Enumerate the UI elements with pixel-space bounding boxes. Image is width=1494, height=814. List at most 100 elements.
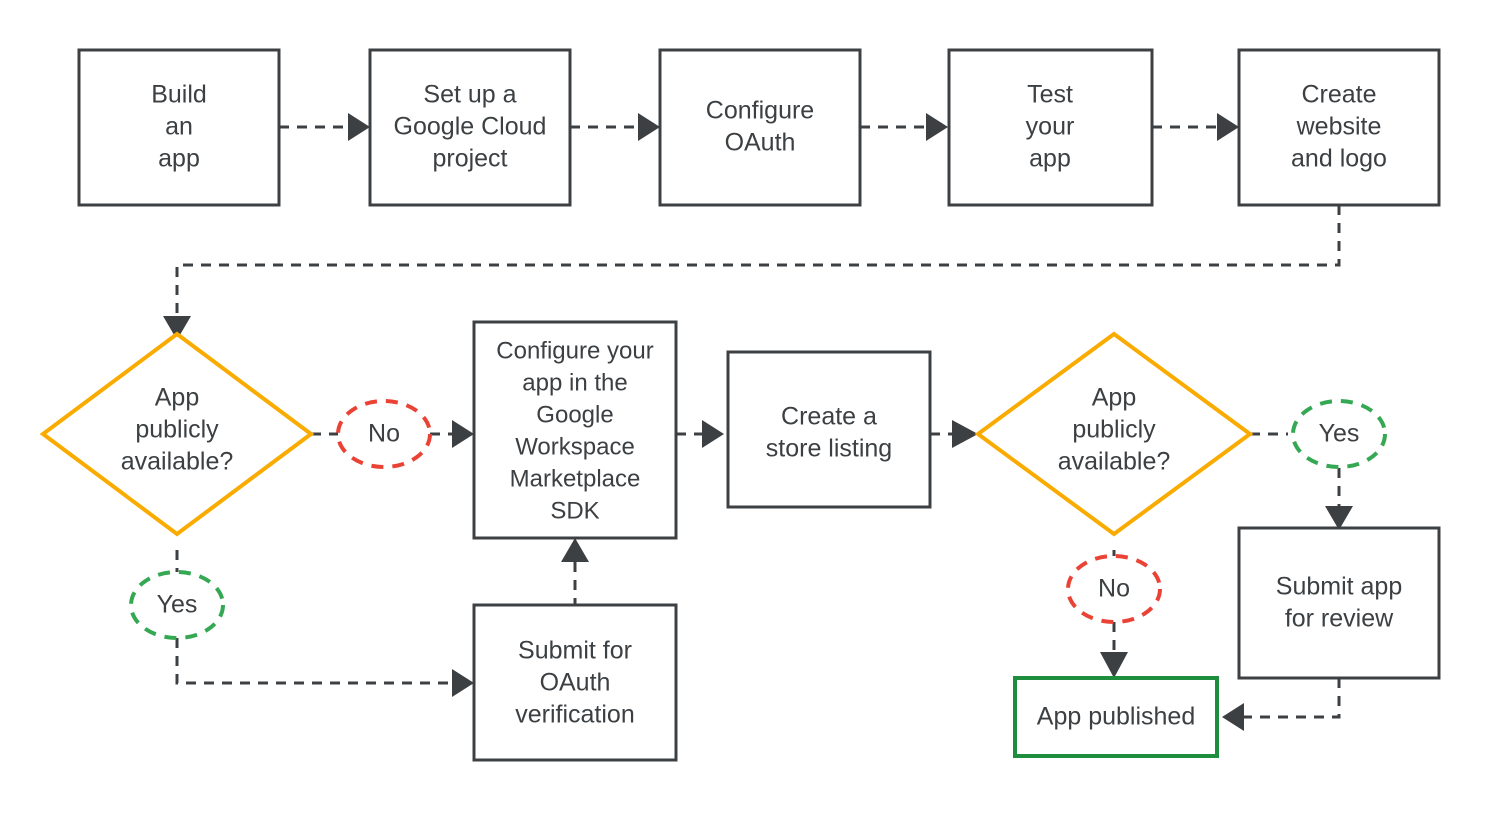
arrowhead-icon <box>1217 113 1239 141</box>
badge-label: No <box>368 420 400 448</box>
node-create-store-listing[interactable]: Create a store listing <box>726 350 932 509</box>
node-create-website-logo[interactable]: Create website and logo <box>1237 48 1441 207</box>
arrowhead-icon <box>163 316 191 340</box>
node-label-line: available? <box>121 448 234 476</box>
nodes-layer: Build an app Set up a Google Cloud proje… <box>39 48 1441 762</box>
node-decision-public-right[interactable]: App publicly available? <box>974 331 1254 537</box>
arrowhead-icon <box>926 113 948 141</box>
node-label-line: App <box>155 384 199 412</box>
node-label-line: Marketplace <box>510 465 641 492</box>
arrowhead-icon <box>452 669 474 697</box>
node-shape-rect[interactable] <box>368 48 572 207</box>
node-label-line: your <box>1026 113 1075 141</box>
edge-no-to-app-published <box>1100 622 1128 678</box>
badge-shape-ellipse <box>336 399 432 469</box>
node-label-line: App <box>1092 384 1136 412</box>
badge-shape-ellipse <box>1291 399 1387 469</box>
node-label-line: website <box>1296 113 1382 141</box>
edge-test-to-website <box>1152 113 1239 141</box>
node-shape-rect[interactable] <box>1237 48 1441 207</box>
node-label-line: Google <box>536 401 613 428</box>
arrowhead-icon <box>1100 652 1128 678</box>
arrowhead-icon <box>452 420 474 448</box>
arrowhead-icon <box>561 538 589 562</box>
node-label-line: Configure your <box>496 337 653 364</box>
node-label-line: Google Cloud <box>394 113 547 141</box>
node-configure-sdk[interactable]: Configure your app in the Google Workspa… <box>472 320 678 540</box>
node-shape-rect[interactable] <box>947 48 1154 207</box>
node-label-line: Build <box>151 81 207 109</box>
node-label-line: Set up a <box>423 81 516 109</box>
node-shape-rect[interactable] <box>1013 676 1219 758</box>
edge-line <box>175 638 452 685</box>
edge-build-to-setup <box>279 113 370 141</box>
node-shape-rect[interactable] <box>77 48 281 207</box>
node-label-line: project <box>432 145 507 173</box>
badge-shape-ellipse <box>129 570 225 640</box>
badge-no-left: No <box>336 399 432 469</box>
node-label-line: publicly <box>1072 416 1156 444</box>
node-shape-diamond[interactable] <box>39 331 315 537</box>
node-label-line: OAuth <box>725 129 796 157</box>
edge-setup-to-oauth <box>570 113 660 141</box>
node-label-line: publicly <box>135 416 219 444</box>
node-decision-public-left[interactable]: App publicly available? <box>39 331 315 537</box>
node-configure-oauth[interactable]: Configure OAuth <box>658 48 862 207</box>
node-label-line: available? <box>1058 448 1171 476</box>
badge-label: No <box>1098 575 1130 603</box>
edge-configure-sdk-to-store-listing <box>676 420 724 448</box>
node-label-line: an <box>165 113 193 141</box>
badge-label: Yes <box>1319 420 1360 448</box>
node-shape-rect[interactable] <box>658 48 862 207</box>
node-label-line: Workspace <box>515 433 635 460</box>
node-label-line: Test <box>1027 81 1073 109</box>
edge-submit-oauth-to-configure-sdk <box>561 538 589 608</box>
edge-submit-review-to-app-published <box>1222 678 1341 731</box>
node-label-line: store listing <box>766 435 892 463</box>
edge-website-to-decision-left <box>163 205 1341 340</box>
edge-yes-to-submit-oauth <box>175 638 474 697</box>
node-shape-rect[interactable] <box>726 350 932 509</box>
node-shape-rect[interactable] <box>1237 526 1441 680</box>
node-label-line: Submit app <box>1276 573 1402 601</box>
arrowhead-icon <box>952 420 978 448</box>
badge-label: Yes <box>157 591 198 619</box>
edge-no-to-configure-sdk <box>430 420 474 448</box>
node-app-published[interactable]: App published <box>1013 676 1219 758</box>
edge-yes-to-submit-review <box>1325 468 1353 530</box>
node-label-line: and logo <box>1291 145 1387 173</box>
badge-shape-ellipse <box>1066 554 1162 624</box>
edges-layer <box>163 113 1353 731</box>
node-shape-rect[interactable] <box>472 320 678 540</box>
node-submit-oauth-verification[interactable]: Submit for OAuth verification <box>472 603 678 762</box>
node-label-line: app <box>1029 145 1071 173</box>
node-label-line: for review <box>1285 605 1394 633</box>
node-build-an-app[interactable]: Build an app <box>77 48 281 207</box>
edge-store-listing-to-decision-right <box>930 420 978 448</box>
node-label-line: Configure <box>706 97 814 125</box>
arrowhead-icon <box>1222 703 1244 731</box>
node-label-line: OAuth <box>540 669 611 697</box>
arrowhead-icon <box>702 420 724 448</box>
node-shape-diamond[interactable] <box>974 331 1254 537</box>
edge-line <box>175 205 1341 318</box>
node-shape-rect[interactable] <box>472 603 678 762</box>
arrowhead-icon <box>1325 506 1353 530</box>
node-label-line: Create <box>1301 81 1376 109</box>
node-set-up-project[interactable]: Set up a Google Cloud project <box>368 48 572 207</box>
arrowhead-icon <box>348 113 370 141</box>
badge-yes-left: Yes <box>129 570 225 640</box>
badge-no-right: No <box>1066 554 1162 624</box>
node-label-line: SDK <box>550 497 599 524</box>
edge-oauth-to-test <box>860 113 948 141</box>
badge-yes-right: Yes <box>1291 399 1387 469</box>
node-label-line: app in the <box>522 369 627 396</box>
node-test-your-app[interactable]: Test your app <box>947 48 1154 207</box>
node-label-line: Create a <box>781 403 877 431</box>
edge-line <box>1244 678 1341 719</box>
node-submit-app-review[interactable]: Submit app for review <box>1237 526 1441 680</box>
node-label-line: app <box>158 145 200 173</box>
node-label-line: verification <box>515 701 635 729</box>
